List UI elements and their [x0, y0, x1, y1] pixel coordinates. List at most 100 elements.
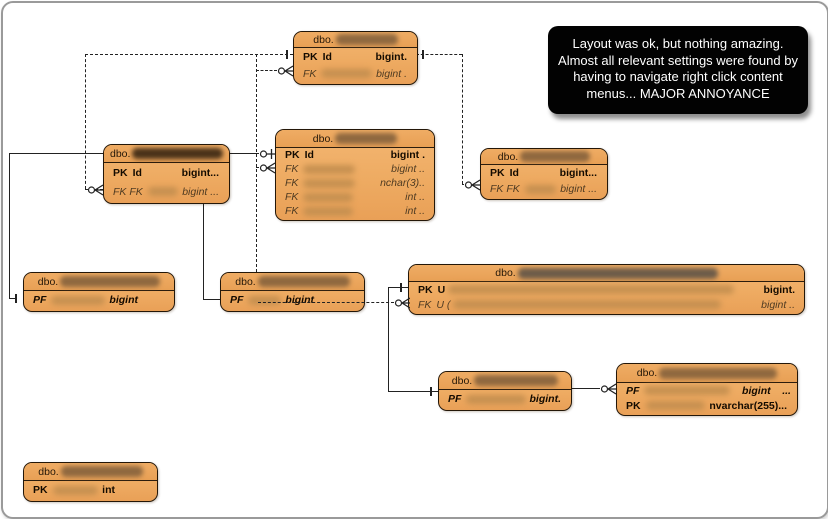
table-schema-label: dbo. — [38, 465, 59, 478]
relationship-line[interactable] — [388, 391, 438, 392]
relationship-line[interactable] — [388, 287, 389, 391]
column-type: bigint ... — [560, 183, 597, 195]
column-type: bigint... — [559, 167, 597, 179]
relationship-line[interactable] — [85, 54, 86, 189]
column-type: nvarchar(255)... — [709, 399, 787, 412]
crowfoot-many-icon — [259, 161, 276, 179]
key-label: FK — [303, 67, 317, 80]
redacted-column-name — [248, 295, 282, 305]
column-name: Id — [304, 149, 314, 161]
one-tick-icon — [15, 294, 17, 303]
relationship-line[interactable] — [9, 298, 16, 299]
column-type: bigint — [742, 384, 771, 397]
key-label: PK — [285, 149, 300, 161]
table-header[interactable]: dbo. — [409, 265, 804, 282]
relationship-line[interactable] — [203, 299, 220, 300]
relationship-line[interactable] — [85, 54, 293, 55]
relationship-line[interactable] — [258, 302, 394, 303]
key-label: FK — [285, 205, 299, 217]
relationship-line[interactable] — [570, 388, 600, 389]
redacted-column-name — [448, 285, 735, 294]
table-header[interactable]: dbo. — [294, 32, 417, 48]
relationship-line[interactable] — [462, 54, 463, 184]
relationship-line[interactable] — [9, 153, 10, 298]
table-header[interactable]: dbo. — [439, 372, 571, 390]
column-type: bigint . — [376, 67, 407, 80]
one-circle-icon — [259, 147, 275, 165]
table-header[interactable]: dbo. — [617, 364, 797, 383]
table-header[interactable]: dbo. — [221, 273, 364, 291]
key-label: FK — [285, 191, 299, 203]
one-tick-icon — [430, 387, 432, 396]
redacted-column-name — [303, 164, 356, 174]
column-type: nchar(3).. — [380, 177, 425, 189]
redacted-column-name — [52, 485, 99, 495]
column-row[interactable]: FK bigint . — [294, 65, 417, 82]
column-name: Id — [132, 166, 142, 179]
key-label: PK — [490, 167, 505, 179]
relationship-line[interactable] — [416, 54, 462, 55]
key-label: PK — [626, 399, 641, 412]
key-label: PF — [230, 294, 244, 306]
table-schema-label: dbo. — [312, 132, 334, 145]
column-name: U — [437, 283, 446, 296]
crowfoot-many-icon — [87, 183, 104, 201]
table-header[interactable]: dbo. — [481, 149, 607, 165]
redacted-table-name — [520, 151, 591, 162]
column-row[interactable]: PK nvarchar(255)... — [617, 398, 797, 413]
table-header[interactable]: dbo. — [276, 130, 434, 148]
relationship-line[interactable] — [462, 184, 464, 185]
table-schema-label: dbo. — [235, 275, 256, 288]
redacted-column-name — [51, 295, 106, 305]
crowfoot-many-icon — [600, 382, 617, 400]
key-label: PF — [626, 384, 640, 397]
relationship-line[interactable] — [256, 54, 257, 272]
key-label: PK — [33, 484, 48, 496]
relationship-line[interactable] — [388, 287, 408, 288]
table-header[interactable]: dbo. — [104, 145, 229, 163]
relationship-line[interactable] — [256, 167, 259, 168]
key-label: PK — [113, 166, 128, 179]
table-header[interactable]: dbo. — [24, 463, 157, 481]
table-schema-label: dbo. — [313, 33, 334, 46]
redacted-column-name — [303, 178, 356, 188]
crowfoot-many-icon — [464, 178, 481, 196]
table-schema-label: dbo. — [37, 275, 59, 288]
relationship-line[interactable] — [203, 199, 204, 299]
redacted-table-name — [335, 34, 398, 45]
key-label: PK — [418, 283, 433, 296]
column-type: bigint. — [375, 50, 408, 63]
redacted-column-name — [466, 394, 526, 404]
relationship-line[interactable] — [256, 70, 277, 71]
table-header[interactable]: dbo. — [24, 273, 174, 291]
